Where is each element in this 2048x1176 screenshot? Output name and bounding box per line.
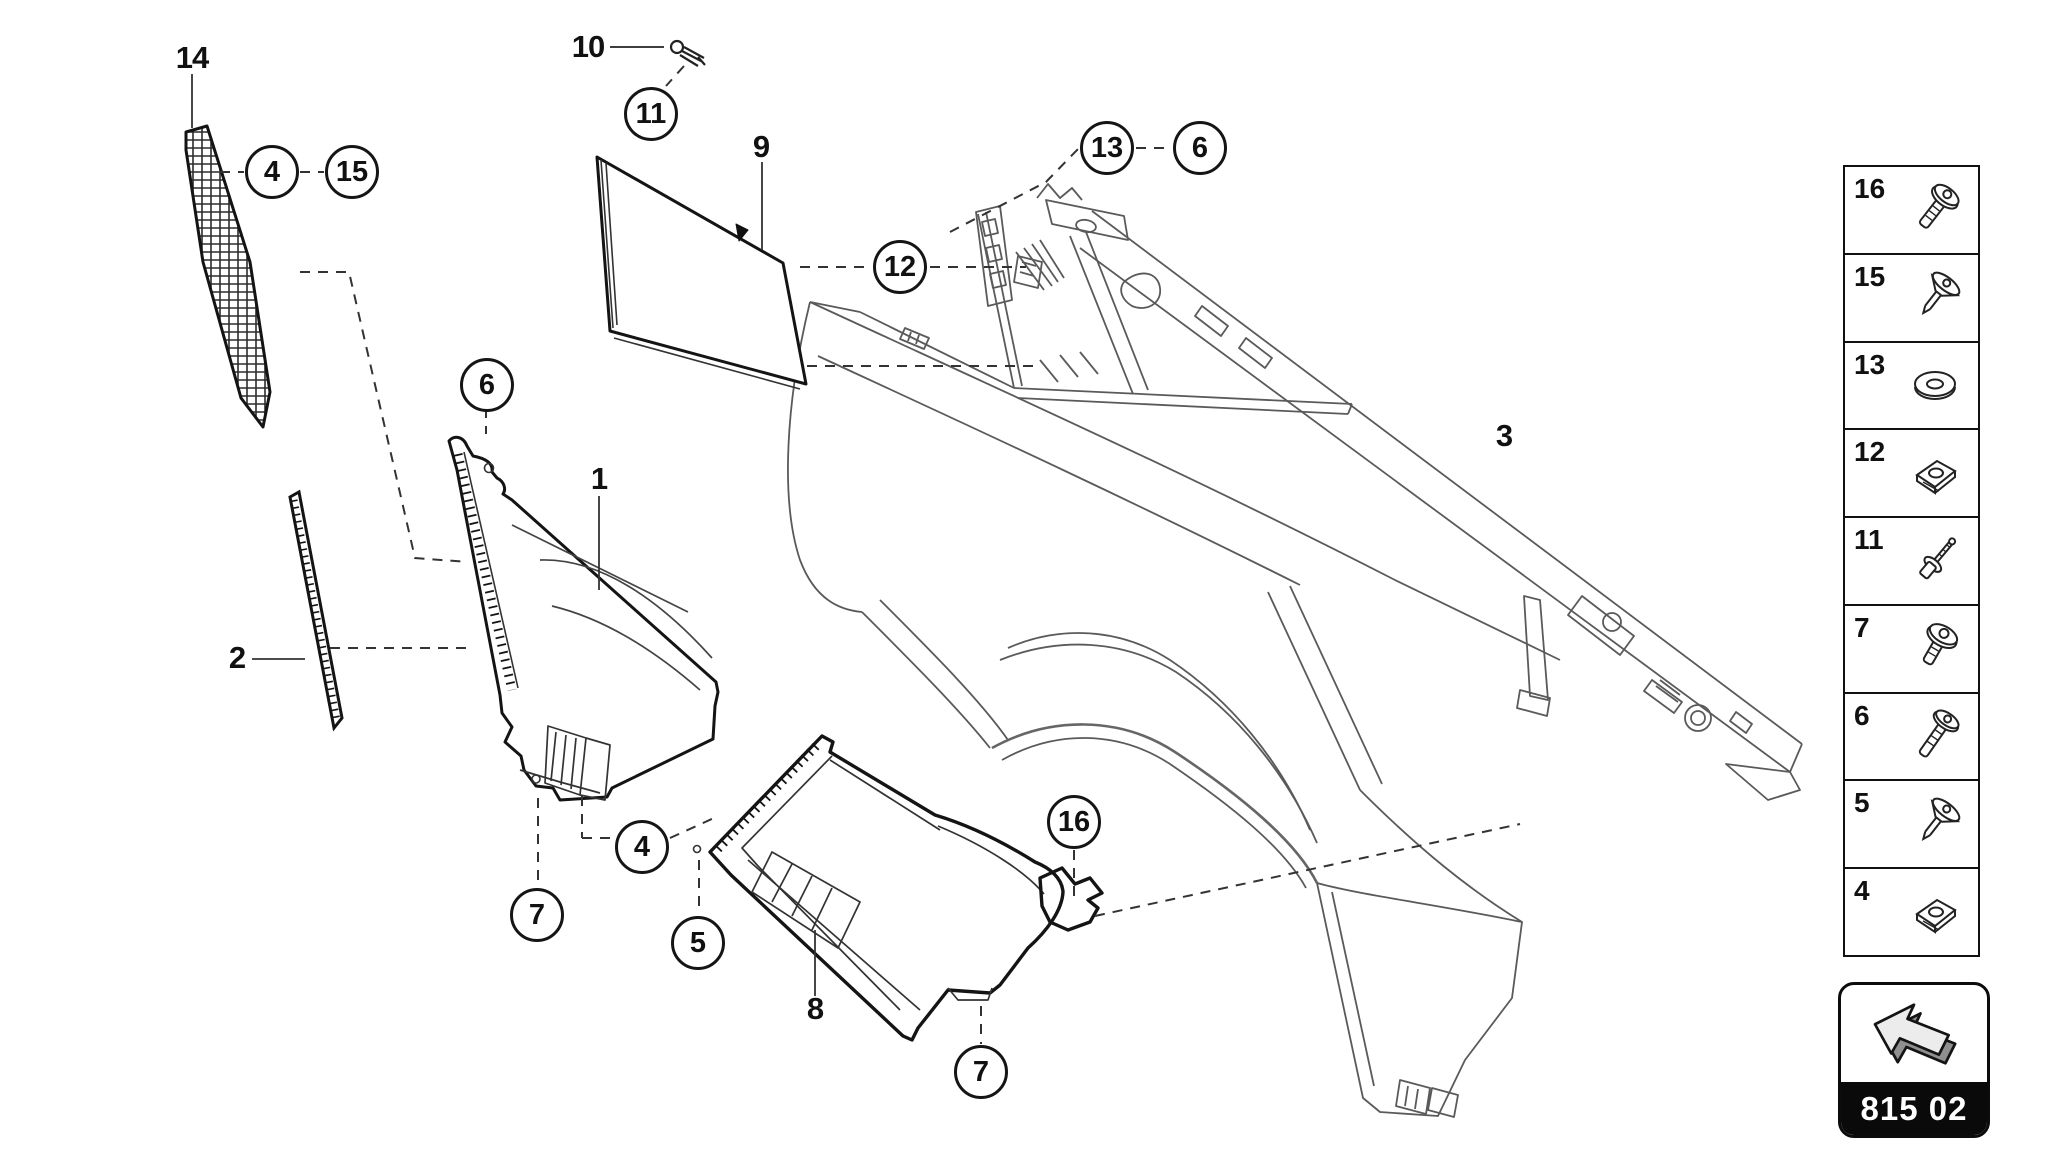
side-panel-part-1-art <box>447 435 720 802</box>
fastener-row-12[interactable]: 12 <box>1845 430 1978 519</box>
callout-circle-4b[interactable]: 4 <box>615 820 669 874</box>
part-label-2[interactable]: 2 <box>228 640 246 675</box>
fastener-row-15[interactable]: 15 <box>1845 255 1978 343</box>
blind-rivet-icon <box>1896 529 1974 593</box>
washer-icon <box>1896 353 1974 417</box>
part-label-1[interactable]: 1 <box>590 461 608 496</box>
cover-plate-part-9-art <box>595 155 808 390</box>
callout-circle-12[interactable]: 12 <box>873 240 927 294</box>
fastener-number: 6 <box>1854 699 1870 731</box>
fastener-row-6[interactable]: 6 <box>1845 694 1978 782</box>
callout-circle-6[interactable]: 6 <box>1173 121 1227 175</box>
part-label-9[interactable]: 9 <box>752 129 770 164</box>
callout-circle-7b[interactable]: 7 <box>954 1045 1008 1099</box>
fastener-number: 12 <box>1854 436 1886 468</box>
table-code-tile[interactable]: 815 02 <box>1838 982 1990 1138</box>
fastener-row-4[interactable]: 4 <box>1845 869 1978 955</box>
callout-circle-7[interactable]: 7 <box>510 888 564 942</box>
washer-head-screw-icon <box>1896 174 1974 246</box>
part-label-8[interactable]: 8 <box>806 991 824 1026</box>
push-rivet-icon <box>1896 262 1974 334</box>
fastener-number: 5 <box>1854 787 1870 819</box>
leader-lines <box>220 65 1521 1044</box>
fastener-number: 15 <box>1854 260 1886 292</box>
callout-circle-11[interactable]: 11 <box>624 87 678 141</box>
callout-circle-13[interactable]: 13 <box>1080 121 1134 175</box>
callout-circle-6b[interactable]: 6 <box>460 358 514 412</box>
clip-nut-icon <box>1896 880 1974 944</box>
fastener-number: 11 <box>1854 524 1884 556</box>
rivet-10-icon <box>610 39 706 67</box>
washer-head-screw-icon <box>1896 699 1974 775</box>
washer-head-screw-icon <box>1896 613 1974 685</box>
part-label-14[interactable]: 14 <box>175 40 209 75</box>
fastener-row-16[interactable]: 16 <box>1845 167 1978 255</box>
trim-strip-part-2-art <box>252 489 344 732</box>
push-rivet-icon <box>1896 788 1974 860</box>
fastener-row-11[interactable]: 11 <box>1845 518 1978 606</box>
table-code-label: 815 02 <box>1841 1082 1987 1135</box>
callout-circle-4[interactable]: 4 <box>245 145 299 199</box>
fastener-row-13[interactable]: 13 <box>1845 343 1978 431</box>
grille-part-14-art <box>184 74 272 429</box>
air-duct-part-8-art <box>692 734 1104 1042</box>
fastener-number: 16 <box>1854 173 1886 204</box>
arrow-up-left-icon <box>1841 985 1987 1082</box>
fastener-number: 13 <box>1854 348 1886 380</box>
fastener-number: 7 <box>1854 611 1870 643</box>
part-label-3[interactable]: 3 <box>1495 418 1513 453</box>
callout-circle-16[interactable]: 16 <box>1047 795 1101 849</box>
fastener-row-7[interactable]: 7 <box>1845 606 1978 694</box>
clip-nut-icon <box>1896 441 1974 505</box>
fastener-number: 4 <box>1854 875 1870 907</box>
callout-circle-5[interactable]: 5 <box>671 916 725 970</box>
fastener-row-5[interactable]: 5 <box>1845 781 1978 870</box>
fastener-legend-table: 16 15 <box>1843 165 1980 957</box>
part-label-10[interactable]: 10 <box>571 29 605 64</box>
callout-circle-15[interactable]: 15 <box>325 145 379 199</box>
